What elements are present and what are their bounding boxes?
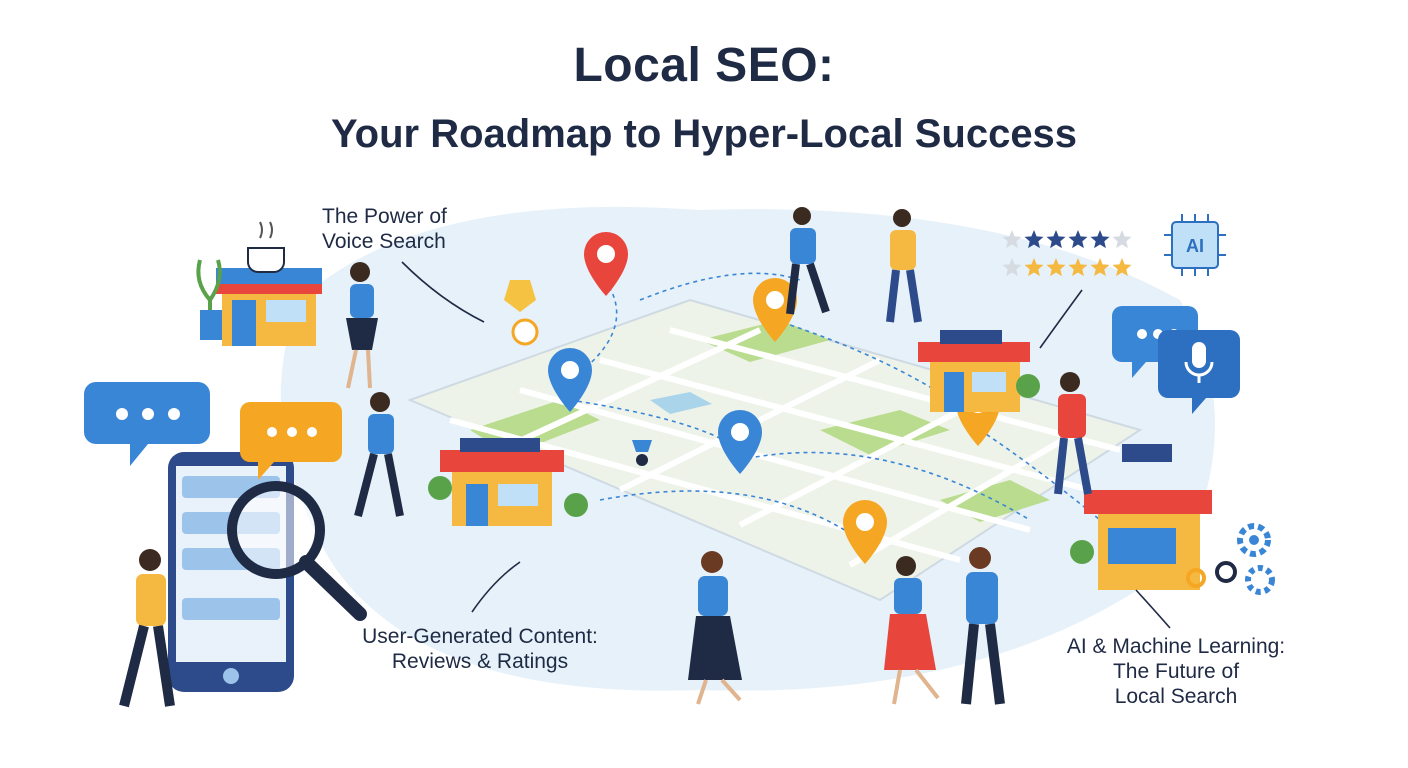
microphone-icon — [1158, 330, 1240, 414]
star-icon — [1090, 230, 1110, 249]
shop-building — [918, 330, 1040, 412]
caption-line: User-Generated Content: — [362, 625, 598, 648]
city-map — [407, 298, 1143, 602]
award-icon — [504, 280, 539, 346]
chat-bubble-icon — [240, 402, 342, 480]
caption-line: Local Search — [1114, 685, 1238, 708]
shop-building — [1070, 444, 1212, 590]
person-figure — [1054, 372, 1092, 495]
gear-icon — [1186, 561, 1275, 595]
star-icon — [1068, 258, 1088, 277]
star-icon — [1046, 258, 1066, 277]
caption-user-generated-content: User-Generated Content: Reviews & Rating… — [330, 624, 630, 674]
ai-chip-icon: AI — [1164, 214, 1226, 276]
page-title: Local SEO: — [573, 39, 835, 92]
star-icon — [1002, 230, 1022, 249]
person-figure — [354, 392, 404, 517]
magnifier-icon — [227, 481, 367, 621]
star-icon — [1002, 258, 1022, 277]
caption-line: Voice Search — [322, 230, 446, 253]
chat-bubble-icon — [84, 382, 210, 466]
caption-line: The Future of — [1112, 660, 1240, 683]
person-figure — [688, 551, 742, 705]
star-icon — [1024, 230, 1044, 249]
star-icon — [1068, 230, 1088, 249]
person-figure — [961, 547, 1005, 705]
star-icon — [1090, 258, 1110, 277]
star-icon — [1046, 230, 1066, 249]
star-ratings — [1002, 230, 1132, 277]
person-figure — [884, 556, 940, 705]
coffee-shop-icon — [196, 221, 322, 346]
lamp-icon — [632, 440, 652, 466]
caption-ai-machine-learning: AI & Machine Learning: The Future of Loc… — [1046, 634, 1306, 709]
caption-arrows — [401, 261, 1171, 629]
person-figure — [119, 549, 175, 708]
star-icon — [1024, 258, 1044, 277]
person-figure — [886, 209, 922, 323]
ai-chip-label: AI — [1186, 236, 1204, 256]
map-pin-orange — [843, 500, 887, 564]
gear-icon — [1237, 523, 1271, 557]
caption-voice-search: The Power of Voice Search — [322, 204, 447, 254]
map-pin-red — [584, 232, 628, 296]
caption-line: AI & Machine Learning: — [1066, 635, 1286, 658]
person-figure — [346, 262, 378, 389]
person-figure — [786, 207, 830, 315]
map-pin-blue — [718, 410, 762, 474]
star-icon — [1112, 230, 1132, 249]
caption-line: The Power of — [322, 205, 447, 228]
shop-building — [428, 438, 588, 526]
caption-line: Reviews & Ratings — [391, 650, 569, 673]
page-subtitle: Your Roadmap to Hyper-Local Success — [330, 112, 1078, 156]
map-pin-orange — [753, 278, 797, 342]
star-icon — [1112, 258, 1132, 277]
map-pin-blue — [548, 348, 592, 412]
